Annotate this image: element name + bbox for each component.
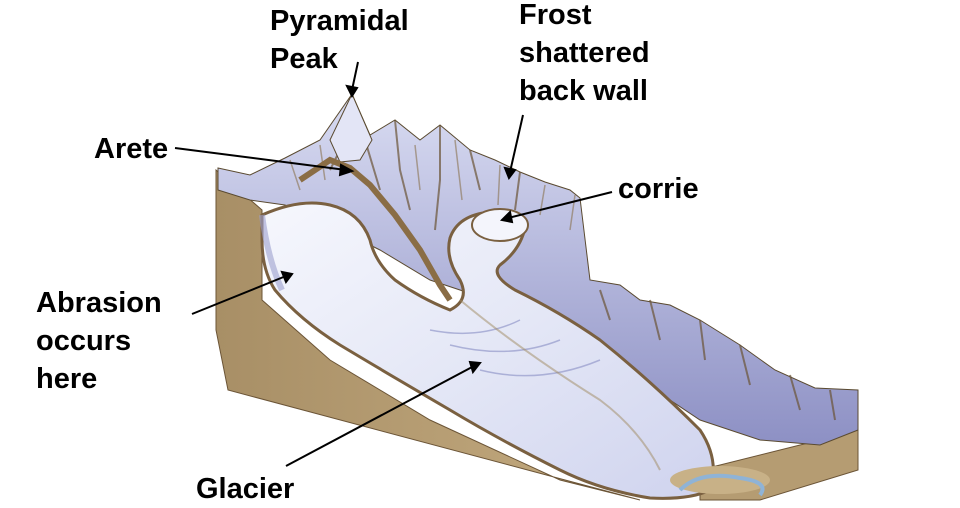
arete-pointer xyxy=(174,147,347,171)
label-line: corrie xyxy=(618,173,699,205)
label-corrie: corrie xyxy=(618,170,699,208)
label-line: Peak xyxy=(270,43,338,75)
frost-wall-pointer xyxy=(509,114,524,173)
glacier-pointer xyxy=(285,365,475,467)
glacier-snout xyxy=(670,466,770,497)
label-line: Abrasion xyxy=(36,287,162,319)
label-line: here xyxy=(36,363,98,395)
label-line: occurs xyxy=(36,325,132,357)
label-line: Frost xyxy=(519,0,592,31)
label-abrasion: Abrasion occurs here xyxy=(36,284,162,398)
label-line: Arete xyxy=(94,133,169,165)
label-line: shattered xyxy=(519,37,650,69)
label-glacier: Glacier xyxy=(196,470,294,508)
abrasion-pointer xyxy=(191,275,287,315)
label-line: Pyramidal xyxy=(270,5,409,37)
pyramidal-peak-shape xyxy=(329,92,373,163)
corrie-pointer xyxy=(507,191,613,219)
pyramidal-peak-pointer xyxy=(351,61,359,91)
label-line: Glacier xyxy=(196,473,295,505)
label-pyramidal-peak: Pyramidal Peak xyxy=(270,2,409,78)
glacier-ice xyxy=(259,201,715,500)
corrie-basin xyxy=(471,208,529,242)
label-arete: Arete xyxy=(94,130,168,168)
label-frost-shattered-back-wall: Frost shattered back wall xyxy=(519,0,650,110)
annotation-arrows xyxy=(174,61,613,467)
arete-ridge-shape xyxy=(298,156,453,302)
label-line: back wall xyxy=(519,75,648,107)
